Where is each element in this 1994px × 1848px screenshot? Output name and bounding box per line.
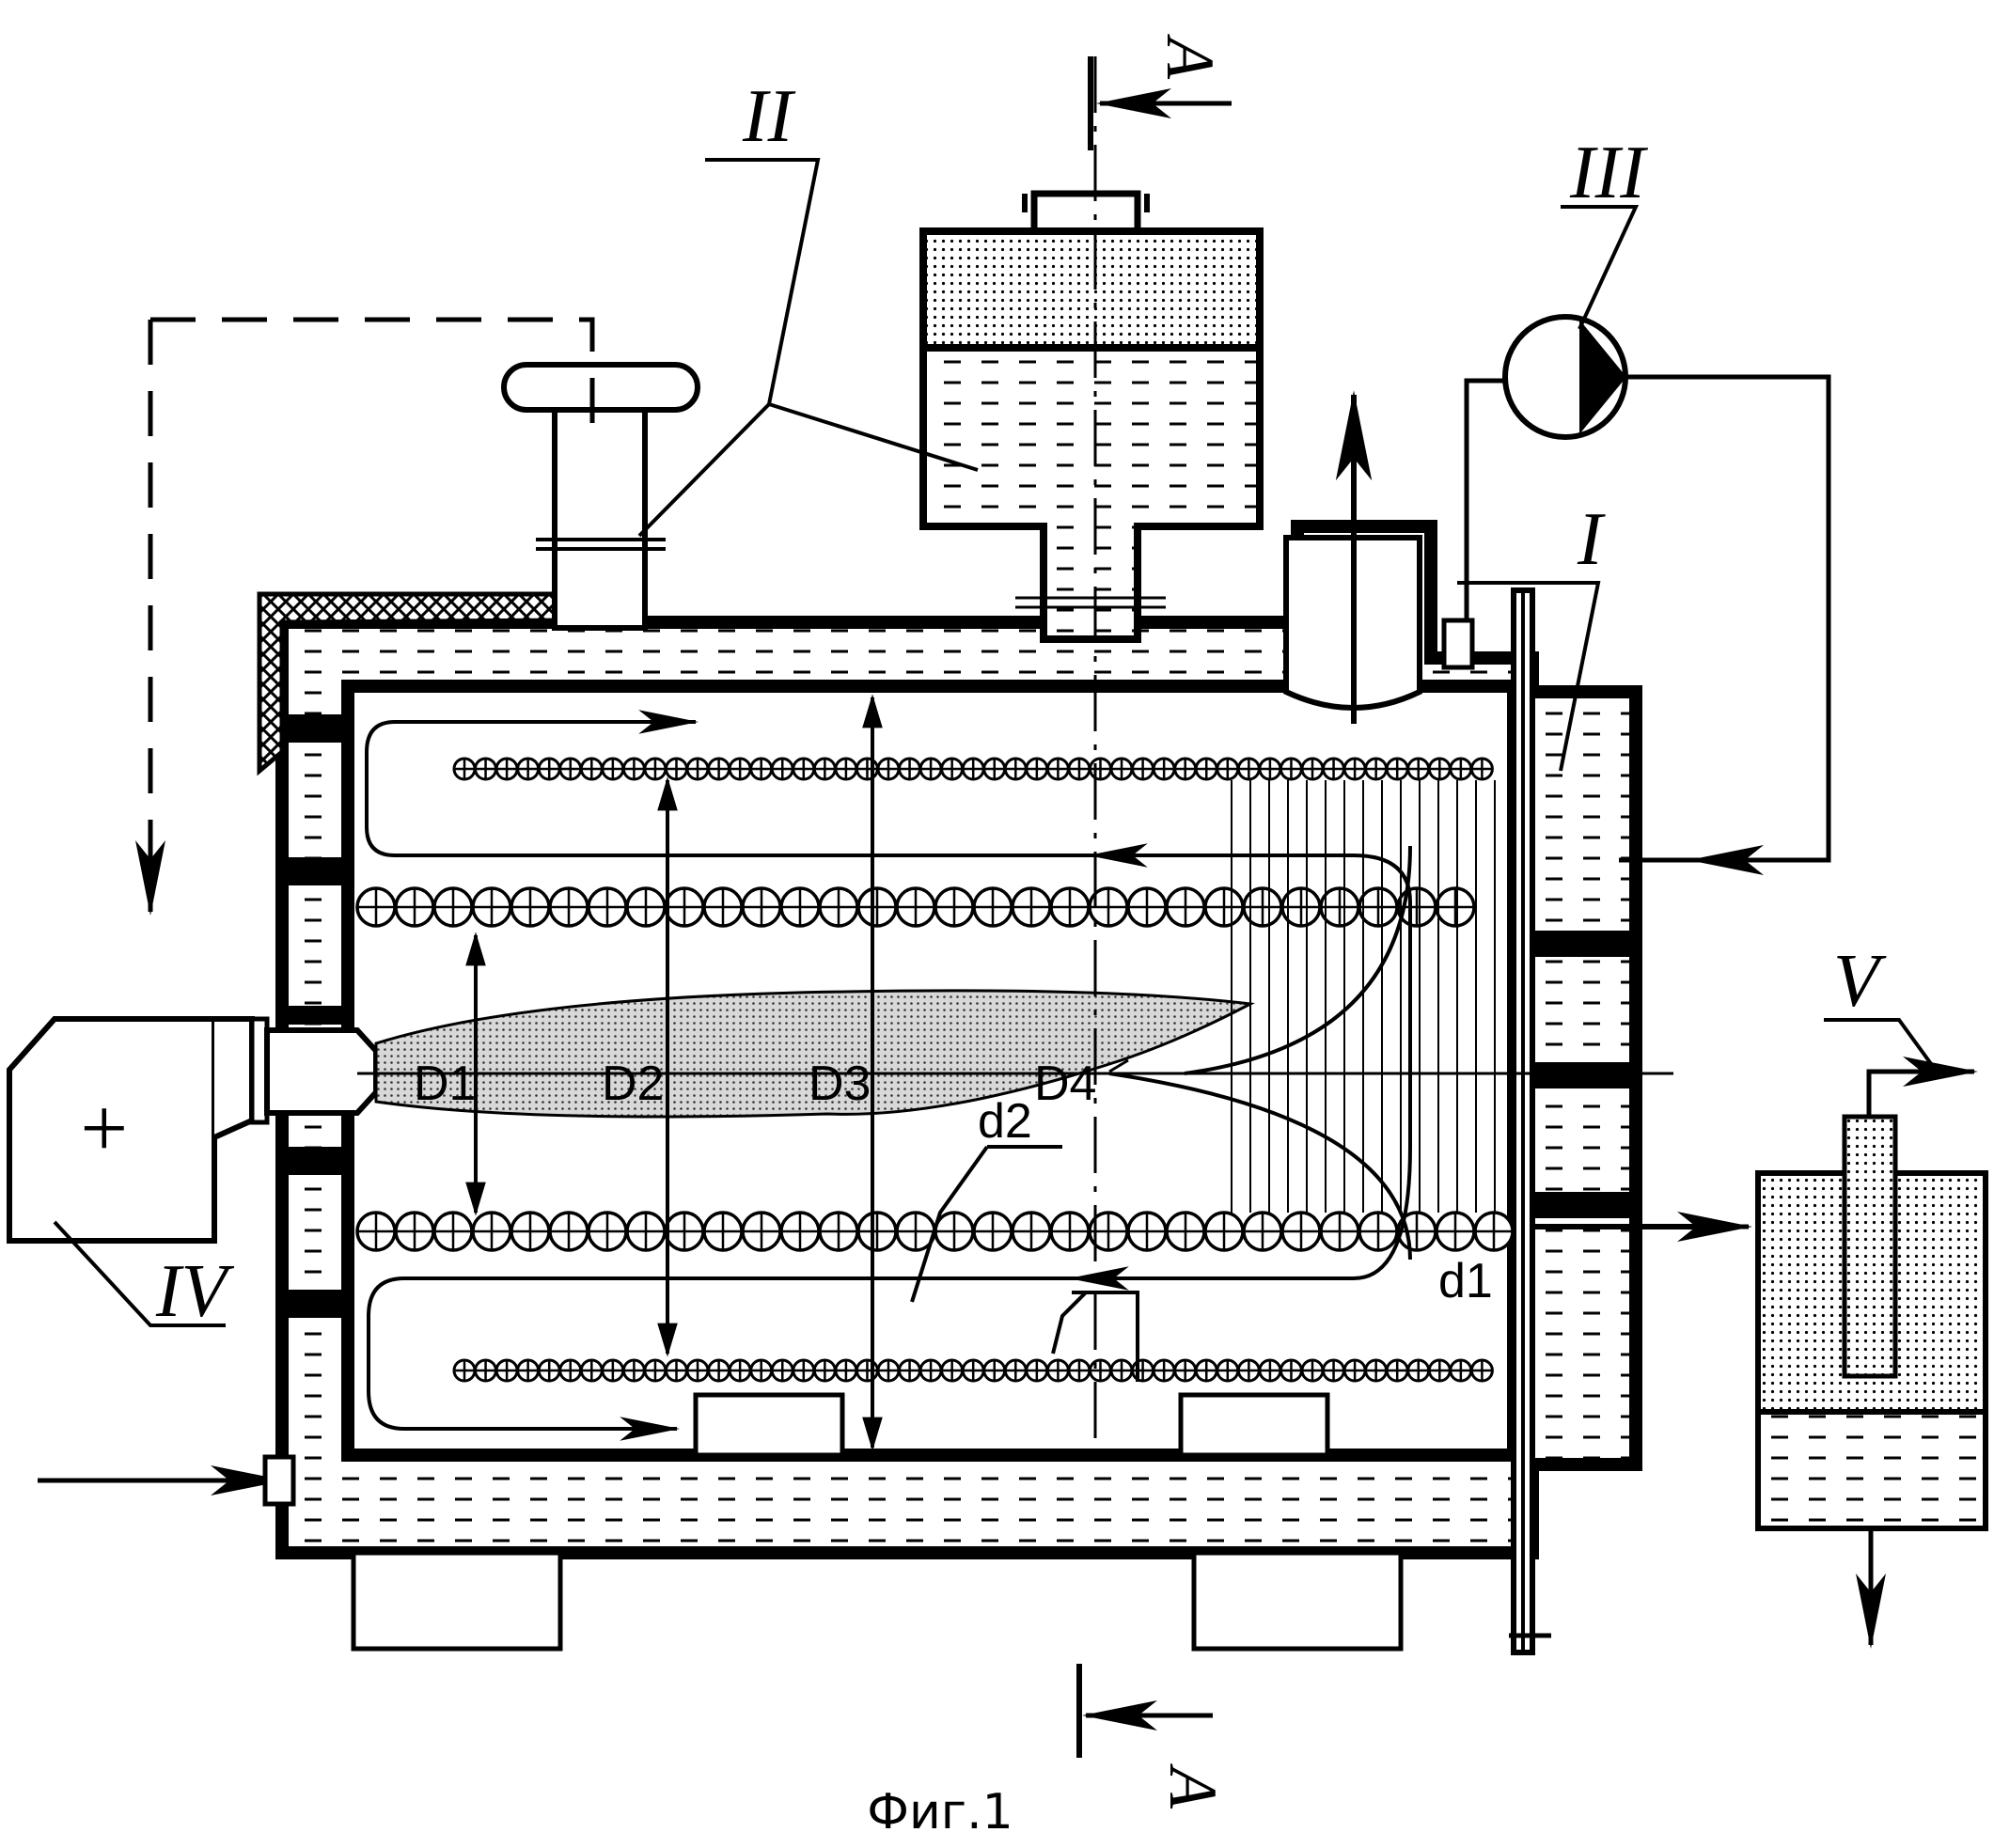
supports bbox=[351, 1550, 1551, 1652]
label-d1: d1 bbox=[1438, 1254, 1493, 1308]
section-label-top: А bbox=[1153, 34, 1228, 80]
furnace-floor-blocks bbox=[693, 1392, 1330, 1458]
label-II: II bbox=[742, 75, 796, 158]
burner: + bbox=[7, 317, 595, 1244]
burner-mark: + bbox=[75, 1082, 133, 1175]
label-D2: D2 bbox=[602, 1057, 664, 1111]
section-line: А А bbox=[1076, 34, 1232, 1809]
separator bbox=[1532, 1057, 1988, 1649]
right-wall-blocks bbox=[1532, 931, 1636, 1218]
section-label-bottom: А bbox=[1155, 1763, 1231, 1809]
label-D1: D1 bbox=[414, 1057, 476, 1111]
expansion-tank bbox=[919, 190, 1264, 643]
figure-caption: Фиг.1 bbox=[867, 1784, 1013, 1840]
convection-lines bbox=[1231, 780, 1496, 1213]
flow-path bbox=[365, 710, 1412, 1441]
label-IV: IV bbox=[155, 1250, 235, 1333]
label-D4: D4 bbox=[1034, 1057, 1096, 1111]
label-d2: d2 bbox=[978, 1094, 1032, 1149]
dimension-lines bbox=[465, 694, 883, 1451]
label-V: V bbox=[1833, 940, 1887, 1023]
steam-dome bbox=[1283, 390, 1422, 724]
leader-lines bbox=[53, 158, 1939, 1382]
safety-valve bbox=[501, 362, 700, 631]
left-wall-blocks bbox=[286, 714, 348, 1318]
water-inlet bbox=[38, 1454, 296, 1507]
label-D3: D3 bbox=[809, 1057, 871, 1111]
circulation-pump bbox=[1441, 314, 1831, 875]
label-III: III bbox=[1569, 132, 1648, 214]
label-I: I bbox=[1577, 498, 1606, 581]
